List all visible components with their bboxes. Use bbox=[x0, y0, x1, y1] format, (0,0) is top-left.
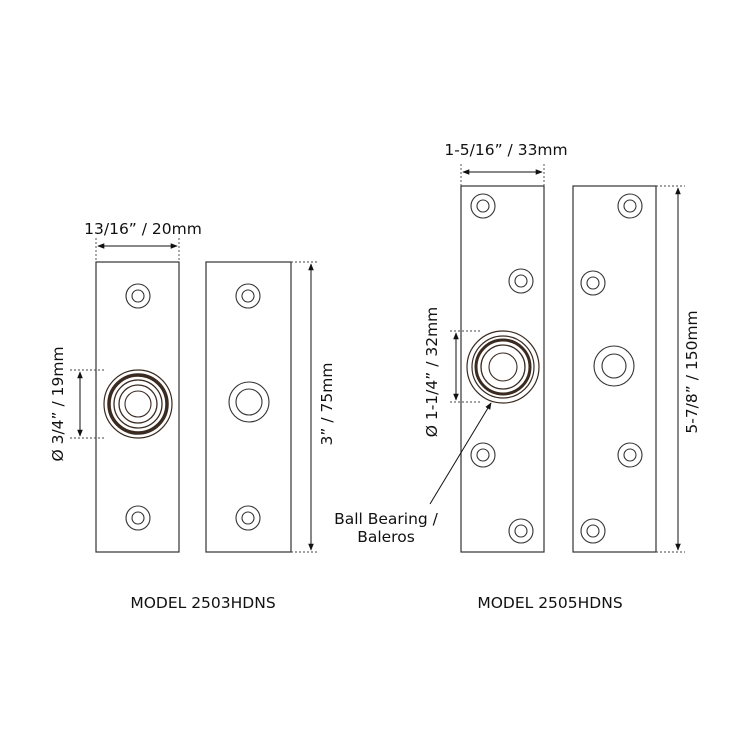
callout-line-2: Baleros bbox=[357, 528, 415, 546]
ball-bearing-callout: Ball Bearing / Baleros bbox=[334, 402, 492, 546]
model-2503-height-dimension: 3” / 75mm bbox=[291, 261, 336, 553]
model-2505-side-plate bbox=[572, 185, 657, 553]
model-2503-width-dimension: 13/16” / 20mm bbox=[84, 220, 202, 262]
model-2505-width-label: 1-5/16” / 33mm bbox=[444, 141, 567, 159]
bearing-icon-large bbox=[466, 330, 540, 404]
model-2503-height-label: 3” / 75mm bbox=[318, 363, 336, 446]
model-2505-name: MODEL 2505HDNS bbox=[477, 594, 622, 612]
bearing-icon-small bbox=[103, 369, 173, 439]
model-2503-bearing-dimension: Ø 3/4” / 19mm bbox=[49, 346, 104, 462]
model-2503-name: MODEL 2503HDNS bbox=[130, 594, 275, 612]
model-2505-height-label: 5-7/8” / 150mm bbox=[683, 310, 701, 433]
model-2505-front-plate bbox=[460, 185, 545, 553]
model-2505-bearing-label: Ø 1-1/4” / 32mm bbox=[423, 307, 441, 438]
model-2505-bearing-dimension: Ø 1-1/4” / 32mm bbox=[423, 307, 480, 438]
model-2505-width-dimension: 1-5/16” / 33mm bbox=[444, 141, 568, 186]
model-2503-side-plate bbox=[205, 261, 292, 553]
model-2503-bearing-label: Ø 3/4” / 19mm bbox=[49, 346, 67, 461]
model-2503-front-plate bbox=[95, 261, 180, 553]
model-2503-width-label: 13/16” / 20mm bbox=[84, 220, 202, 238]
callout-line-1: Ball Bearing / bbox=[334, 510, 439, 528]
model-2505-height-dimension: 5-7/8” / 150mm bbox=[656, 185, 701, 553]
